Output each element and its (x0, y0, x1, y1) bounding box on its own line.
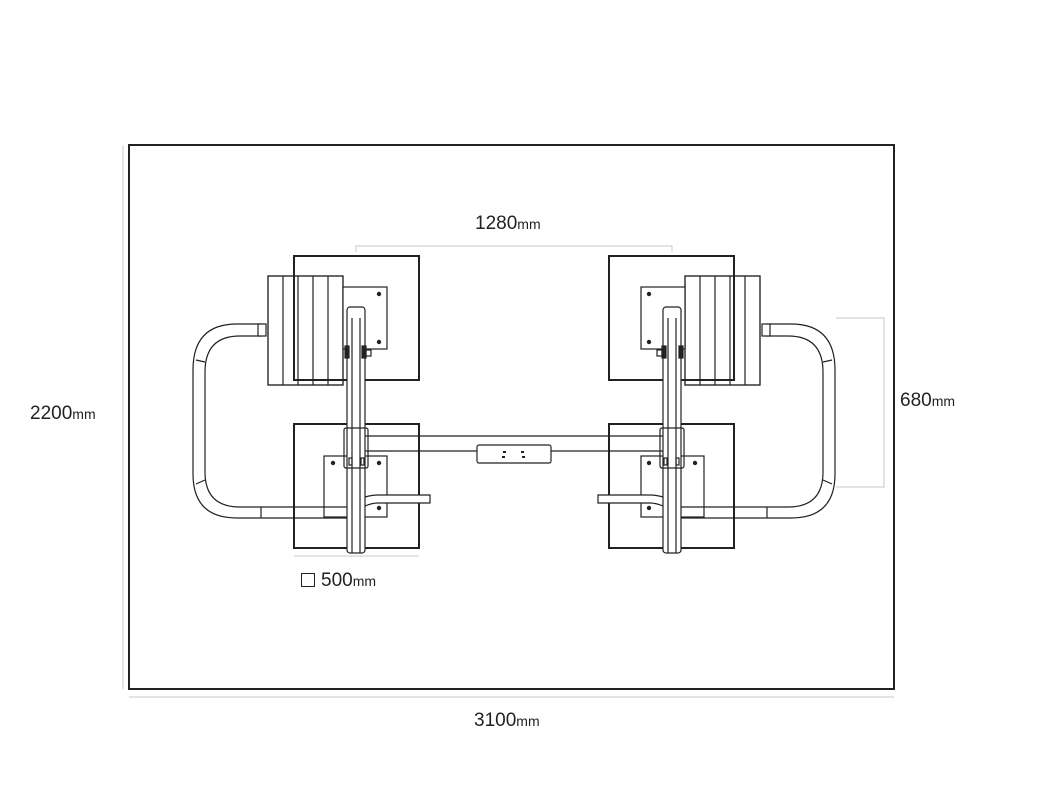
room-width-value: 3100 (474, 710, 517, 731)
room-depth-value: 2200 (30, 403, 73, 424)
unit: mm (352, 573, 377, 589)
pair-depth-label: 680mm (900, 390, 955, 412)
room-width-label: 3100mm (474, 710, 540, 732)
power-outlet (476, 444, 552, 464)
seat-spacing-label: 1280mm (475, 213, 541, 235)
dimension-lines (122, 145, 894, 698)
unit: mm (517, 216, 541, 232)
cushion-size-value: 500 (321, 570, 353, 591)
unit: mm (72, 406, 96, 422)
room-outline (128, 144, 895, 690)
seat-pair-right (513, 255, 836, 554)
square-icon (301, 573, 315, 587)
room-depth-label: 2200mm (30, 403, 96, 425)
pair-depth-value: 680 (900, 390, 932, 411)
seat-spacing-value: 1280 (475, 213, 518, 234)
unit: mm (516, 713, 540, 729)
cushion-size-label: 500mm (301, 570, 376, 592)
unit: mm (931, 393, 956, 409)
seat-pair-left (192, 255, 515, 554)
